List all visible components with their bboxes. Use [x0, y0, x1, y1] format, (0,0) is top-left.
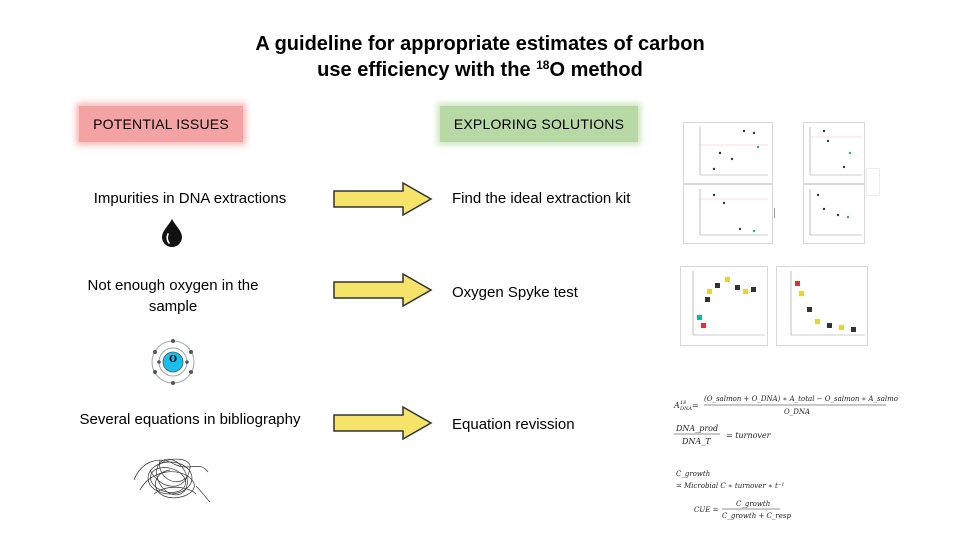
- chart-legend-swatch: [866, 168, 880, 196]
- right-arrow-icon: [333, 182, 433, 216]
- mini-scatter-plot: [699, 189, 768, 236]
- svg-text:O_DNA: O_DNA: [784, 408, 810, 416]
- title-line-1: A guideline for appropriate estimates of…: [255, 33, 705, 55]
- extraction-chart-thumbnail-3: [683, 184, 773, 244]
- svg-text:CUE =: CUE =: [694, 506, 719, 514]
- right-arrow-icon: [333, 406, 433, 440]
- right-arrow-icon: [333, 273, 433, 307]
- svg-text:DNA: DNA: [679, 406, 692, 412]
- title-line-2-suffix: O method: [549, 59, 643, 81]
- oxygen-spike-chart-thumbnail-1: [680, 266, 768, 346]
- tangled-scribble-icon: [133, 458, 211, 503]
- extraction-chart-thumbnail-4: [803, 184, 865, 244]
- atom-label: O: [169, 355, 177, 365]
- issue-oxygen: Not enough oxygen in the sample: [60, 275, 286, 317]
- issue-oxygen-line-2: sample: [148, 298, 198, 315]
- svg-text:C_growth: C_growth: [736, 500, 770, 508]
- title-line-2: use efficiency with the 18O method: [180, 57, 780, 83]
- svg-text:=: =: [692, 401, 699, 410]
- issue-oxygen-line-1: Not enough oxygen in the: [87, 277, 259, 294]
- svg-text:= turnover: = turnover: [726, 431, 772, 440]
- page-title: A guideline for appropriate estimates of…: [180, 31, 780, 83]
- exploring-solutions-header: EXPLORING SOLUTIONS: [440, 106, 638, 142]
- solution-extraction-kit: Find the ideal extraction kit: [452, 190, 631, 207]
- oil-drop-icon: [162, 219, 182, 247]
- title-superscript: 18: [536, 58, 550, 72]
- svg-text:= Microbial C ∗ turnover ∗ t⁻¹: = Microbial C ∗ turnover ∗ t⁻¹: [676, 482, 784, 490]
- solution-oxygen-spike: Oxygen Spyke test: [452, 284, 578, 301]
- equations-figure: A DNA 18 = (O_salmon + O_DNA) ∗ A_total …: [673, 395, 898, 520]
- svg-text:DNA_T: DNA_T: [681, 437, 711, 446]
- mini-scatter-plot: [692, 271, 765, 336]
- svg-text:A: A: [673, 401, 680, 410]
- issue-equations: Several equations in bibliography: [79, 411, 301, 428]
- potential-issues-header: POTENTIAL ISSUES: [79, 106, 243, 142]
- title-line-2-prefix: use efficiency with the: [317, 59, 537, 81]
- mini-scatter-plot: [809, 127, 862, 176]
- mini-scatter-plot: [790, 271, 865, 336]
- oxygen-spike-chart-thumbnail-2: [776, 266, 868, 346]
- oxygen-atom-icon: O: [148, 337, 198, 387]
- mini-scatter-plot: [809, 189, 862, 236]
- svg-text:(O_salmon + O_DNA) ∗ A_total −: (O_salmon + O_DNA) ∗ A_total − O_salmon …: [704, 395, 898, 403]
- chart-axis-mark: [774, 208, 781, 218]
- mini-scatter-plot: [699, 127, 768, 176]
- svg-text:18: 18: [680, 400, 686, 406]
- solution-equation-revision: Equation revission: [452, 416, 575, 433]
- extraction-chart-thumbnail-2: [803, 122, 865, 184]
- extraction-chart-thumbnail-1: [683, 122, 773, 184]
- svg-text:C_growth: C_growth: [676, 470, 710, 478]
- svg-text:C_growth + C_resp: C_growth + C_resp: [722, 512, 791, 520]
- svg-text:DNA_prod: DNA_prod: [675, 424, 718, 433]
- issue-dna-impurities: Impurities in DNA extractions: [93, 190, 287, 207]
